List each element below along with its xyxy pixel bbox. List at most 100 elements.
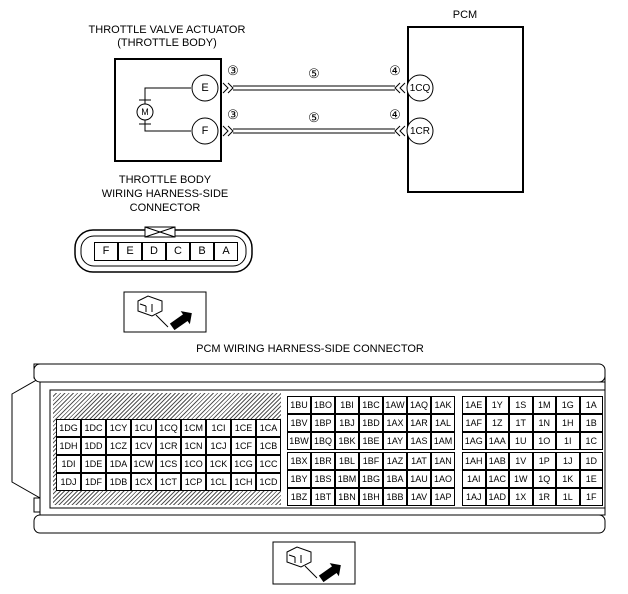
pcm-pin: 1M <box>532 396 556 414</box>
pcm-connector-top-rail <box>33 363 606 383</box>
pcm-pin: 1AZ <box>383 452 407 470</box>
terminal-f <box>191 117 219 145</box>
pcm-pin: 1AW <box>383 396 407 414</box>
pcm-pin: 1A <box>579 396 603 414</box>
pcm-pin: 1CC <box>256 455 281 473</box>
callout-4-lower: ④ <box>389 107 401 122</box>
pcm-pin: 1AH <box>462 452 486 470</box>
pcm-pin: 1CD <box>256 473 281 491</box>
pcm-pin: 1CA <box>256 419 281 437</box>
pcm-pin: 1AI <box>462 470 486 488</box>
pcm-pin: 1BA <box>383 470 407 488</box>
pcm-pin: 1CB <box>256 437 281 455</box>
pcm-pin: 1CV <box>131 437 156 455</box>
pcm-pin: 1R <box>532 488 556 506</box>
pcm-pin: 1BQ <box>311 432 335 450</box>
pcm-pin: 1DF <box>81 473 106 491</box>
pcm-connector-bottom-rail <box>33 514 606 534</box>
callout-3-lower: ③ <box>227 107 239 122</box>
pcm-pin: 1BI <box>335 396 359 414</box>
pcm-pin: 1BD <box>359 414 383 432</box>
pcm-pin: 1CF <box>231 437 256 455</box>
pcm-pin: 1CP <box>181 473 206 491</box>
pcm-pin: 1X <box>509 488 533 506</box>
pcm-pin: 1O <box>532 432 556 450</box>
tb-pin: E <box>118 242 142 261</box>
pcm-connector-title: PCM WIRING HARNESS-SIDE CONNECTOR <box>196 343 424 355</box>
pcm-pin: 1CI <box>206 419 231 437</box>
actuator-title-line1: THROTTLE VALVE ACTUATOR <box>88 24 246 36</box>
pcm-pin: 1CK <box>206 455 231 473</box>
pcm-pin: 1BY <box>287 470 311 488</box>
pcm-pin: 1BP <box>311 414 335 432</box>
terminal-1cq-label: 1CQ <box>409 83 431 94</box>
pcm-pin: 1BE <box>359 432 383 450</box>
pcm-pin: 1C <box>579 432 603 450</box>
tb-connector-pins: F E D C B A <box>94 242 238 261</box>
pcm-pin: 1AA <box>485 432 509 450</box>
terminal-e <box>191 74 219 102</box>
pcm-pin: 1CM <box>181 419 206 437</box>
pcm-pin: 1P <box>532 452 556 470</box>
pcm-pin: 1DJ <box>56 473 81 491</box>
pcm-pin: 1AQ <box>407 396 431 414</box>
pcm-pin: 1AY <box>383 432 407 450</box>
pcm-pin: 1F <box>579 488 603 506</box>
pcm-pin: 1AV <box>407 488 431 506</box>
callout-5-lower: ⑤ <box>308 110 320 125</box>
pcm-pin: 1AM <box>431 432 455 450</box>
pcm-box <box>407 26 524 193</box>
pcm-pin: 1AJ <box>462 488 486 506</box>
pcm-pin: 1AO <box>431 470 455 488</box>
pcm-pin: 1CO <box>181 455 206 473</box>
pcm-pin: 1AL <box>431 414 455 432</box>
pcm-pin: 1AG <box>462 432 486 450</box>
pcm-pin: 1AC <box>485 470 509 488</box>
pcm-pin: 1BU <box>287 396 311 414</box>
pcm-pin: 1DD <box>81 437 106 455</box>
tb-pin: F <box>94 242 118 261</box>
pcm-pin: 1CT <box>156 473 181 491</box>
pcm-pin: 1CG <box>231 455 256 473</box>
pcm-pin: 1AB <box>485 452 509 470</box>
pcm-pin: 1BG <box>359 470 383 488</box>
pcm-pin: 1CW <box>131 455 156 473</box>
tb-connector-title-line2: WIRING HARNESS-SIDE <box>101 188 229 200</box>
pcm-pin: 1B <box>579 414 603 432</box>
callout-3-upper: ③ <box>227 63 239 78</box>
pcm-pin: 1AF <box>462 414 486 432</box>
pcm-pin: 1J <box>556 452 580 470</box>
terminal-1cr-label: 1CR <box>409 126 430 137</box>
pcm-pin: 1BX <box>287 452 311 470</box>
pcm-pin: 1AN <box>431 452 455 470</box>
pcm-pin: 1CE <box>231 419 256 437</box>
pcm-pin: 1CX <box>131 473 156 491</box>
pcm-pin: 1H <box>556 414 580 432</box>
pcm-pin: 1CS <box>156 455 181 473</box>
pcm-pin: 1U <box>509 432 533 450</box>
pcm-pin: 1BT <box>311 488 335 506</box>
pcm-pin: 1CL <box>206 473 231 491</box>
pcm-title: PCM <box>452 9 478 21</box>
pcm-pin: 1CQ <box>156 419 181 437</box>
pcm-pin: 1CZ <box>106 437 131 455</box>
pcm-pin: 1BK <box>335 432 359 450</box>
terminal-e-label: E <box>201 82 209 94</box>
pcm-pin: 1W <box>509 470 533 488</box>
pcm-pin: 1AE <box>462 396 486 414</box>
pcm-pin: 1BB <box>383 488 407 506</box>
pcm-pin: 1V <box>509 452 533 470</box>
pcm-pin: 1BL <box>335 452 359 470</box>
pcm-pin: 1DH <box>56 437 81 455</box>
pcm-pin: 1CU <box>131 419 156 437</box>
tb-connector-title-line1: THROTTLE BODY <box>118 174 212 186</box>
terminal-f-label: F <box>201 125 209 137</box>
pcm-pin: 1AD <box>485 488 509 506</box>
pcm-connector-view-icon <box>272 541 356 585</box>
tb-connector-title-line3: CONNECTOR <box>129 202 201 214</box>
